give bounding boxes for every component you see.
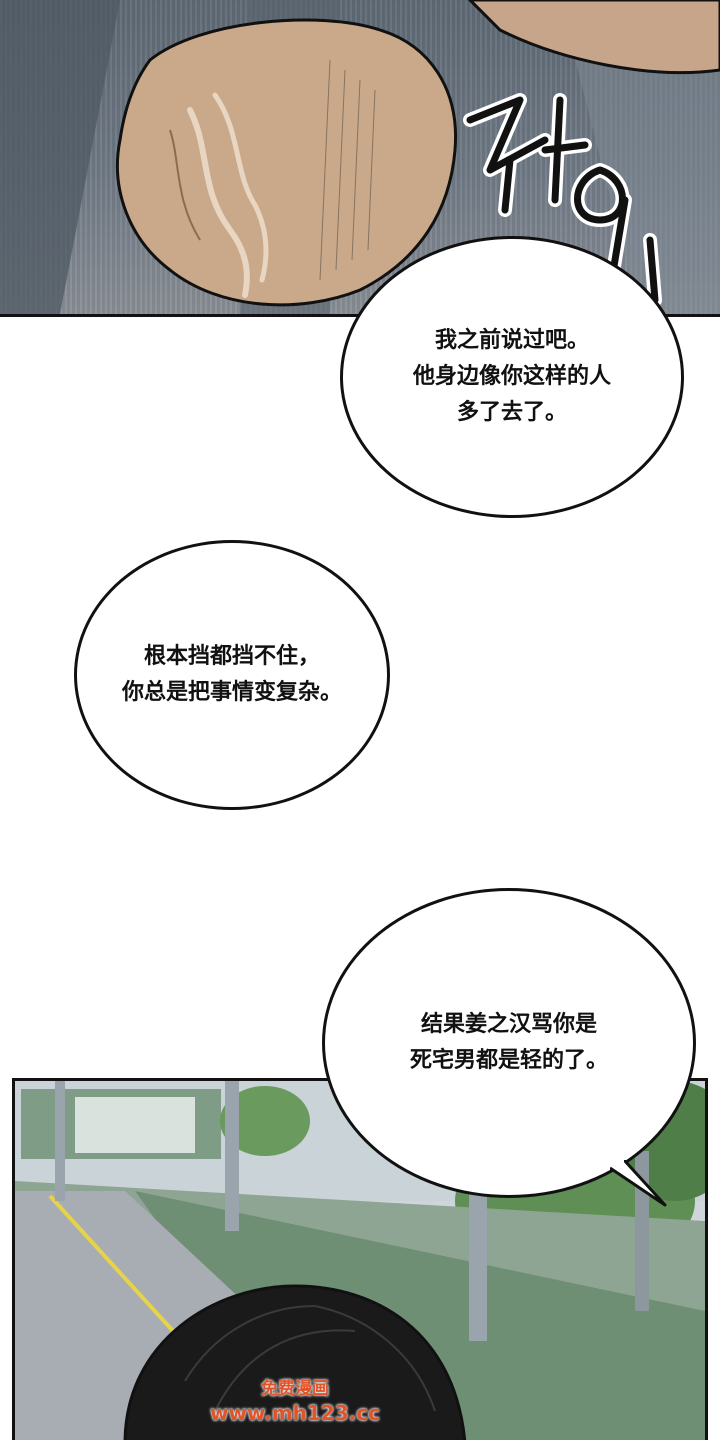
speech-bubble-1-text: 我之前说过吧。 他身边像你这样的人 多了去了。 — [412, 328, 611, 425]
speech-bubble-3-tail — [610, 1160, 667, 1207]
speech-bubble-3-text: 结果姜之汉骂你是 死宅男都是轻的了。 — [409, 1012, 608, 1073]
speech-bubble-3: 结果姜之汉骂你是 死宅男都是轻的了。 — [322, 888, 696, 1198]
panel-top-hand-grip — [0, 0, 720, 317]
hand-grip-illustration — [0, 0, 720, 314]
watermark-title: 免费漫画 — [261, 1379, 329, 1399]
speech-bubble-1: 我之前说过吧。 他身边像你这样的人 多了去了。 — [340, 236, 684, 518]
speech-bubble-2-text: 根本挡都挡不住， 你总是把事情变复杂。 — [121, 644, 342, 705]
site-watermark: 免费漫画 www.mh123.cc — [0, 1378, 560, 1426]
watermark-url: www.mh123.cc — [210, 1401, 380, 1425]
speech-bubble-2: 根本挡都挡不住， 你总是把事情变复杂。 — [74, 540, 390, 810]
impact-sound-effect-icon — [463, 93, 670, 344]
